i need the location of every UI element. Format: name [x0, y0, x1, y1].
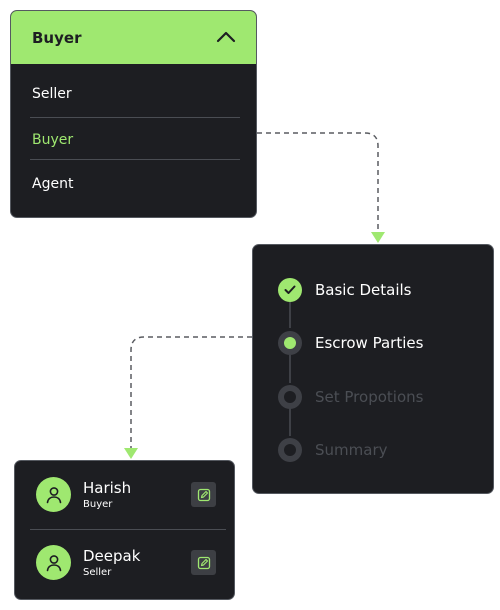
step-label: Basic Details	[315, 281, 412, 299]
pending-step-indicator-icon	[278, 438, 302, 462]
connector-arrowhead	[371, 232, 385, 243]
user-icon	[36, 545, 71, 580]
pending-step-indicator-icon	[278, 385, 302, 409]
check-icon	[278, 278, 302, 302]
step-summary[interactable]: Summary	[278, 438, 388, 462]
dropdown-header[interactable]: Buyer	[11, 11, 256, 64]
divider	[30, 159, 240, 160]
party-name: Deepak	[83, 546, 141, 565]
step-connector-line	[289, 355, 291, 383]
chevron-up-icon[interactable]	[216, 28, 236, 47]
connector-arrowhead	[124, 448, 138, 459]
list-item-party: Harish Buyer	[36, 477, 131, 512]
dropdown-option-seller[interactable]: Seller	[32, 86, 72, 102]
escrow-parties-list: Harish Buyer Deepak Seller	[14, 460, 235, 600]
divider	[30, 529, 226, 530]
dropdown-selected-value: Buyer	[32, 28, 82, 47]
edit-icon[interactable]	[191, 482, 216, 507]
step-set-propotions[interactable]: Set Propotions	[278, 385, 423, 409]
party-role: Buyer	[83, 498, 113, 510]
edit-icon[interactable]	[191, 550, 216, 575]
dropdown-option-agent[interactable]: Agent	[32, 176, 74, 192]
step-label: Escrow Parties	[315, 334, 424, 352]
connector-stepper-to-parties	[130, 336, 252, 448]
dropdown-option-buyer[interactable]: Buyer	[32, 132, 74, 148]
role-dropdown[interactable]: Buyer Seller Buyer Agent	[10, 10, 257, 218]
list-item-party: Deepak Seller	[36, 545, 140, 580]
progress-stepper: Basic Details Escrow Parties Set Propoti…	[252, 244, 494, 494]
step-connector-line	[289, 408, 291, 436]
step-escrow-parties[interactable]: Escrow Parties	[278, 331, 423, 355]
user-icon	[36, 477, 71, 512]
party-role: Seller	[83, 566, 112, 578]
step-basic-details[interactable]: Basic Details	[278, 278, 411, 302]
divider	[30, 117, 240, 118]
connector-dropdown-to-stepper	[257, 132, 379, 232]
party-name: Harish	[83, 478, 132, 497]
step-label: Summary	[315, 441, 388, 459]
step-label: Set Propotions	[315, 388, 424, 406]
step-connector-line	[289, 302, 291, 328]
active-step-indicator-icon	[278, 331, 302, 355]
